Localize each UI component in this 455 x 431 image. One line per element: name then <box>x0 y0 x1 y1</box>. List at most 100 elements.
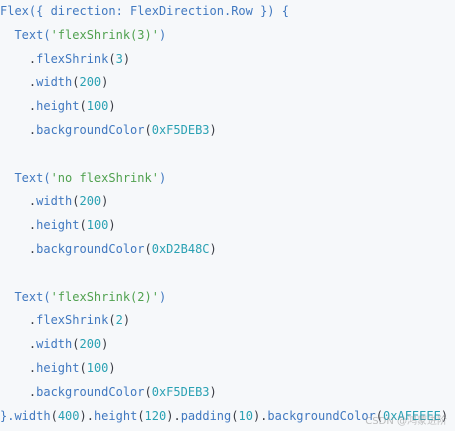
code-token: height <box>36 218 80 233</box>
code-token: Flex({ direction: FlexDirection.Row }) { <box>0 4 289 18</box>
code-token: backgroundColor <box>36 384 145 399</box>
code-token: . <box>0 122 37 137</box>
code-token: width <box>36 194 73 209</box>
code-token: . <box>0 241 37 256</box>
code-line: .width(200) <box>0 333 455 357</box>
code-token: ) <box>108 99 116 114</box>
code-token: ( <box>79 99 87 114</box>
code-token: flexShrink <box>36 51 109 66</box>
code-token: 100 <box>86 218 109 233</box>
code-token: 200 <box>79 337 102 352</box>
code-token: ) <box>209 384 217 399</box>
code-token: height <box>36 360 80 375</box>
code-token: ( <box>79 218 87 233</box>
code-token: width <box>36 75 73 90</box>
code-line: .width(200) <box>0 190 455 214</box>
code-token: 2 <box>115 313 123 328</box>
code-token: . <box>0 75 37 90</box>
code-token: ). <box>79 408 94 423</box>
code-token: ) <box>209 241 217 256</box>
code-token: 120 <box>144 408 167 423</box>
code-token: 200 <box>79 194 102 209</box>
code-line: .height(100) <box>0 214 455 238</box>
code-token: ( <box>231 408 239 423</box>
code-token: ( <box>137 408 145 423</box>
code-token: ( <box>144 241 152 256</box>
code-token: 'flexShrink(3)' <box>50 27 159 42</box>
code-token: 100 <box>86 99 109 114</box>
code-token: 0xD2B48C <box>151 241 210 256</box>
code-line: Flex({ direction: FlexDirection.Row }) { <box>0 0 455 24</box>
code-token: ) <box>440 408 449 423</box>
code-token: . <box>0 384 37 399</box>
code-line: .width(200) <box>0 71 455 95</box>
code-line: Text('no flexShrink') <box>0 167 455 191</box>
code-token: . <box>0 194 37 209</box>
code-token: 100 <box>86 360 109 375</box>
code-line: }.width(400).height(120).padding(10).bac… <box>0 405 455 429</box>
code-token: . <box>0 360 37 375</box>
code-token: 0xAFEEEE <box>383 408 441 423</box>
code-line: .flexShrink(3) <box>0 48 455 72</box>
code-line: .flexShrink(2) <box>0 309 455 333</box>
code-token: . <box>0 51 37 66</box>
code-token: 'no flexShrink' <box>50 170 159 185</box>
code-token: . <box>0 313 37 328</box>
code-line: Text('flexShrink(2)') <box>0 286 455 310</box>
code-token: backgroundColor <box>36 241 145 256</box>
code-token: ) <box>158 289 167 304</box>
code-token: backgroundColor <box>267 408 376 423</box>
code-token: . <box>0 99 37 114</box>
code-token: 400 <box>57 408 80 423</box>
code-token: width <box>14 408 51 423</box>
code-token: ( <box>50 408 58 423</box>
code-token: 3 <box>115 51 123 66</box>
code-token: ) <box>108 360 116 375</box>
code-token: 0xF5DEB3 <box>151 122 210 137</box>
code-token: 0xF5DEB3 <box>151 384 210 399</box>
code-token: ( <box>108 313 116 328</box>
code-token: ) <box>158 27 167 42</box>
code-token: width <box>36 337 73 352</box>
code-token: ). <box>252 408 268 423</box>
code-token: backgroundColor <box>36 122 145 137</box>
code-token: ) <box>108 218 116 233</box>
code-line: .height(100) <box>0 357 455 381</box>
code-token: ) <box>122 51 131 66</box>
code-line <box>0 262 455 286</box>
code-token: }. <box>0 408 15 423</box>
code-line: Text('flexShrink(3)') <box>0 24 455 48</box>
code-token: Text( <box>0 170 51 185</box>
code-token: ) <box>158 170 167 185</box>
code-token: ( <box>108 51 116 66</box>
code-token: 10 <box>238 408 253 423</box>
code-token: . <box>0 218 37 233</box>
code-token: ( <box>72 75 80 90</box>
code-token: ) <box>101 194 109 209</box>
code-token: ( <box>375 408 384 423</box>
code-token: ( <box>72 194 80 209</box>
code-token: Text( <box>0 27 51 42</box>
code-token: ( <box>79 360 87 375</box>
code-token: 200 <box>79 75 102 90</box>
code-token: ) <box>209 122 217 137</box>
code-line <box>0 143 455 167</box>
code-token: ( <box>72 337 80 352</box>
code-token: ). <box>166 408 181 423</box>
code-token: . <box>0 337 37 352</box>
code-line: .backgroundColor(0xF5DEB3) <box>0 381 455 405</box>
code-token: Text( <box>0 289 51 304</box>
code-token: ( <box>144 122 152 137</box>
code-token: height <box>93 408 138 423</box>
code-token: height <box>36 99 80 114</box>
code-token: padding <box>180 408 232 423</box>
code-token: ( <box>144 384 152 399</box>
code-token: ) <box>101 75 109 90</box>
code-line: .backgroundColor(0xF5DEB3) <box>0 119 455 143</box>
code-token: ) <box>122 313 131 328</box>
code-line: .height(100) <box>0 95 455 119</box>
code-line: .backgroundColor(0xD2B48C) <box>0 238 455 262</box>
code-token: ) <box>101 337 109 352</box>
code-token: flexShrink <box>36 313 109 328</box>
